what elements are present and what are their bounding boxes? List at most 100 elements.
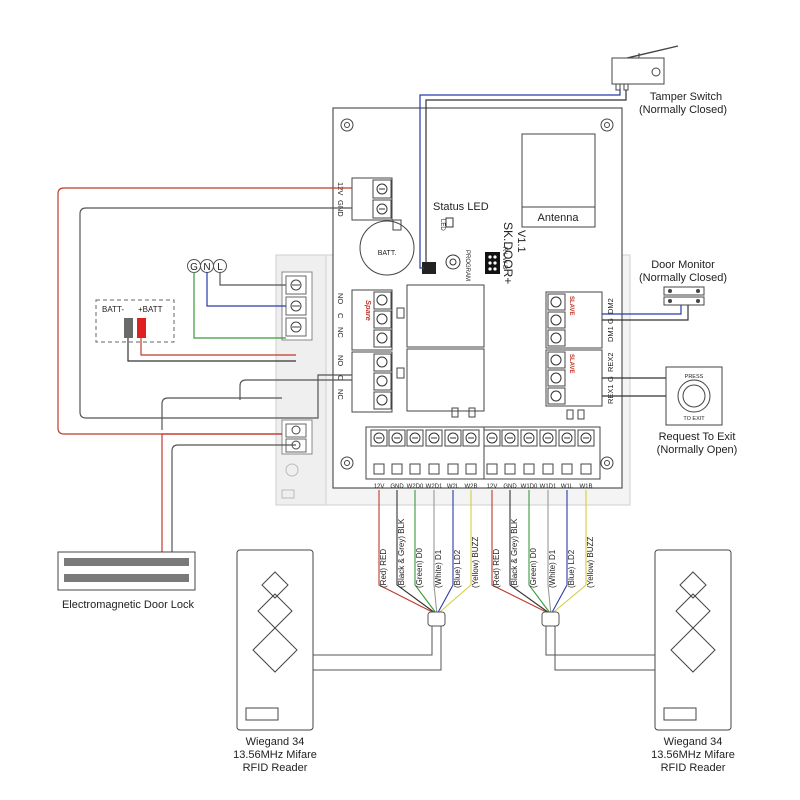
reader-wire bbox=[378, 490, 433, 613]
reader-wire bbox=[553, 490, 587, 613]
dm-terminal bbox=[545, 291, 603, 349]
lock-terminal-block bbox=[281, 419, 313, 455]
antenna-label: Antenna bbox=[538, 212, 580, 224]
reader-wire bbox=[551, 490, 568, 613]
tamper-switch bbox=[611, 45, 679, 91]
relay-upper bbox=[406, 284, 485, 348]
relay1-terminal bbox=[351, 289, 393, 351]
program-button bbox=[445, 254, 461, 270]
reader-wire bbox=[547, 490, 552, 613]
spare-label: Spare bbox=[364, 300, 373, 321]
rex-button bbox=[665, 366, 723, 426]
svg-text:GND: GND bbox=[390, 484, 404, 490]
door-monitor-subtitle: (Normally Closed) bbox=[639, 272, 727, 284]
svg-text:PROGRAM: PROGRAM bbox=[464, 250, 470, 281]
cable-sleeve-left bbox=[427, 611, 446, 627]
svg-text:Wiegand 34: Wiegand 34 bbox=[246, 736, 305, 748]
rex-subtitle: (Normally Open) bbox=[657, 444, 738, 456]
svg-text:SLAVE: SLAVE bbox=[568, 296, 574, 316]
door-monitor-sensor bbox=[663, 286, 705, 306]
svg-text:DM2: DM2 bbox=[606, 298, 615, 314]
reader-wire bbox=[509, 490, 549, 613]
relay-lower bbox=[406, 348, 485, 412]
w2-wire-label-5: (Yellow) BUZZ bbox=[471, 537, 480, 588]
antenna-block bbox=[521, 133, 596, 228]
svg-text:RFID Reader: RFID Reader bbox=[661, 762, 726, 774]
enclosure-hole bbox=[285, 463, 299, 477]
reader-wire bbox=[437, 490, 454, 613]
svg-text:+BATT: +BATT bbox=[138, 305, 163, 314]
svg-text:12V: 12V bbox=[374, 484, 385, 490]
reader-cables bbox=[313, 625, 655, 671]
tamper-subtitle: (Normally Closed) bbox=[639, 104, 727, 116]
svg-text:L: L bbox=[217, 262, 223, 273]
svg-text:13.56MHz Mifare: 13.56MHz Mifare bbox=[651, 749, 735, 761]
dm-labels: DM1 G DM2 bbox=[606, 298, 615, 342]
wires bbox=[57, 88, 689, 552]
reader-wire bbox=[414, 490, 436, 613]
svg-text:RFID Reader: RFID Reader bbox=[243, 762, 308, 774]
door-monitor-title: Door Monitor bbox=[651, 259, 715, 271]
w2-wire-label-0: (Red) RED bbox=[379, 549, 388, 588]
svg-text:REX2: REX2 bbox=[606, 352, 615, 372]
mounting-holes bbox=[340, 118, 614, 470]
cable-sleeve-right bbox=[541, 611, 560, 627]
svg-text:W1B: W1B bbox=[579, 484, 592, 490]
svg-text:TO EXIT: TO EXIT bbox=[683, 416, 705, 422]
w2-wire-label-2: (Green) D0 bbox=[415, 547, 424, 588]
mains-gnl: G N L bbox=[187, 259, 227, 273]
w2-wire-label-3: (White) D1 bbox=[434, 549, 443, 588]
svg-text:G: G bbox=[606, 318, 615, 324]
enclosure-slot bbox=[281, 489, 295, 499]
svg-text:W2B: W2B bbox=[464, 484, 477, 490]
power-terminal bbox=[351, 177, 393, 221]
tamper-title: Tamper Switch bbox=[650, 91, 722, 103]
reader-wire-bundles bbox=[378, 490, 587, 613]
svg-text:PRESS: PRESS bbox=[685, 374, 704, 380]
w1-wire-label-5: (Yellow) BUZZ bbox=[586, 537, 595, 588]
svg-text:N: N bbox=[203, 262, 210, 273]
svg-text:R L W B: R L W B bbox=[501, 247, 507, 269]
svg-text:NC: NC bbox=[336, 327, 345, 338]
rex-title: Request To Exit bbox=[659, 431, 736, 443]
svg-text:W1D1: W1D1 bbox=[540, 484, 557, 490]
reader-wire-labels: (Red) RED (Black & Grey) BLK (Green) D0 (Wh… bbox=[379, 518, 595, 588]
status-led bbox=[445, 217, 454, 228]
relay2-terminal bbox=[351, 351, 393, 413]
svg-text:NO: NO bbox=[336, 355, 345, 366]
svg-text:NO: NO bbox=[336, 293, 345, 304]
w2-wire-label-1: (Black & Grey) BLK bbox=[397, 518, 406, 588]
svg-text:REX1: REX1 bbox=[606, 384, 615, 404]
reader-wire bbox=[439, 490, 472, 613]
power-gnd-label: GND bbox=[336, 200, 345, 217]
svg-text:W1L: W1L bbox=[561, 484, 574, 490]
svg-text:W1D0: W1D0 bbox=[521, 484, 538, 490]
svg-text:BATT.: BATT. bbox=[378, 250, 397, 257]
bottom-terminal-blocks bbox=[365, 426, 601, 480]
svg-text:GND: GND bbox=[503, 484, 517, 490]
rfid-reader-right bbox=[654, 549, 732, 731]
svg-text:LED: LED bbox=[439, 219, 445, 231]
board-version: V1.1 bbox=[515, 230, 527, 253]
electromagnetic-lock bbox=[57, 551, 196, 591]
w1-wire-label-3: (White) D1 bbox=[548, 549, 557, 588]
reader-wire bbox=[528, 490, 550, 613]
svg-text:G: G bbox=[190, 262, 198, 273]
svg-text:NC: NC bbox=[336, 389, 345, 400]
svg-text:C: C bbox=[336, 313, 345, 319]
rlwb-header bbox=[485, 252, 500, 274]
w1-wire-label-0: (Red) RED bbox=[492, 549, 501, 588]
svg-text:W2L: W2L bbox=[447, 484, 460, 490]
svg-text:Wiegand 34: Wiegand 34 bbox=[664, 736, 723, 748]
bottom-labels-group2: 12V GND W1D0 W1D1 W1L W1B bbox=[487, 484, 593, 490]
power-12v-label: 12V bbox=[336, 182, 345, 195]
door-lock-label: Electromagnetic Door Lock bbox=[62, 599, 195, 611]
reader-wire bbox=[433, 490, 438, 613]
svg-text:13.56MHz Mifare: 13.56MHz Mifare bbox=[233, 749, 317, 761]
reader-wire bbox=[491, 490, 547, 613]
svg-text:12V: 12V bbox=[487, 484, 498, 490]
svg-text:G: G bbox=[606, 376, 615, 382]
coin-battery bbox=[359, 220, 415, 276]
svg-text:DM1: DM1 bbox=[606, 326, 615, 342]
